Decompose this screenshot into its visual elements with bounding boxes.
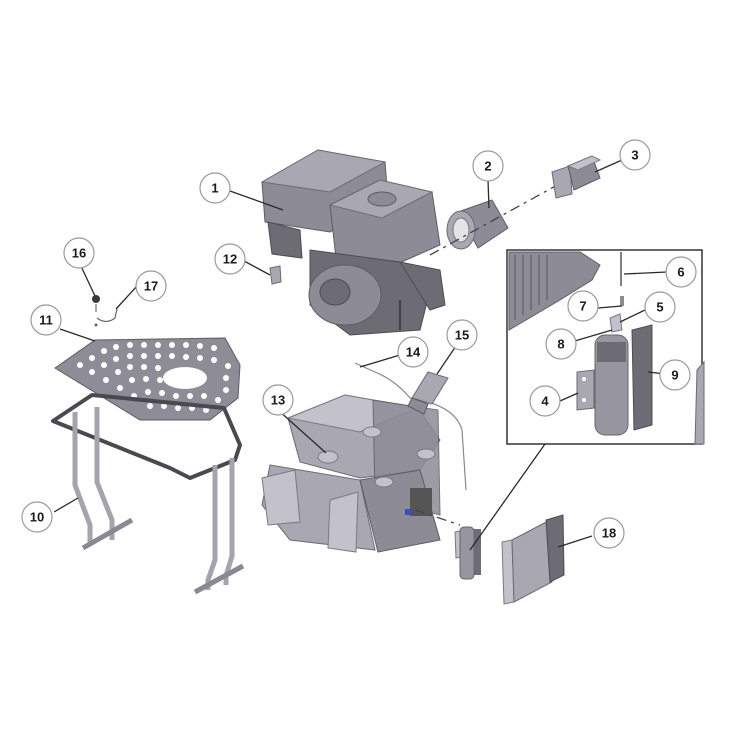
callout-10: 10 (21, 501, 53, 533)
callout-14: 14 (397, 336, 429, 368)
svg-text:9: 9 (671, 368, 678, 383)
callout-13: 13 (262, 384, 294, 416)
svg-text:8: 8 (557, 337, 564, 352)
callout-17: 17 (135, 270, 167, 302)
callout-18: 18 (593, 517, 625, 549)
callout-6: 6 (665, 256, 697, 288)
leader-lines (53, 159, 668, 548)
svg-text:12: 12 (223, 252, 237, 267)
callout-11: 11 (30, 304, 62, 336)
svg-text:10: 10 (30, 510, 44, 525)
svg-text:1: 1 (211, 181, 218, 196)
svg-text:7: 7 (579, 299, 586, 314)
callout-16: 16 (63, 237, 95, 269)
handle-frame-part (51, 393, 245, 595)
svg-text:4: 4 (541, 394, 549, 409)
svg-text:2: 2 (484, 159, 491, 174)
svg-text:5: 5 (656, 300, 663, 315)
side-guard-part (501, 514, 565, 605)
svg-text:14: 14 (406, 345, 421, 360)
svg-text:17: 17 (144, 279, 158, 294)
solenoid-small-part (454, 526, 481, 580)
callout-5: 5 (644, 291, 676, 323)
knob-nut-part (92, 295, 100, 327)
callout-4: 4 (529, 385, 561, 417)
svg-text:16: 16 (72, 246, 86, 261)
svg-text:11: 11 (39, 313, 53, 328)
svg-text:6: 6 (677, 265, 684, 280)
callout-12: 12 (214, 243, 246, 275)
callout-3: 3 (619, 139, 651, 171)
spring-pin-part (96, 308, 118, 323)
svg-text:15: 15 (455, 328, 469, 343)
callout-1: 1 (199, 172, 231, 204)
engine-part (260, 149, 446, 336)
svg-text:18: 18 (602, 526, 616, 541)
perforated-plate-part (54, 337, 241, 421)
svg-text:3: 3 (631, 148, 638, 163)
callout-9: 9 (659, 359, 691, 391)
base-frame-part (261, 394, 441, 553)
coupling-part (446, 199, 509, 250)
small-bracket-part (269, 265, 282, 285)
pump-motor-part (551, 155, 602, 199)
throttle-cable-part (354, 362, 467, 491)
svg-text:13: 13 (271, 393, 285, 408)
callout-7: 7 (567, 290, 599, 322)
cable-bracket-part (407, 371, 449, 415)
callout-15: 15 (446, 319, 478, 351)
callout-8: 8 (545, 328, 577, 360)
callout-2: 2 (472, 150, 504, 182)
